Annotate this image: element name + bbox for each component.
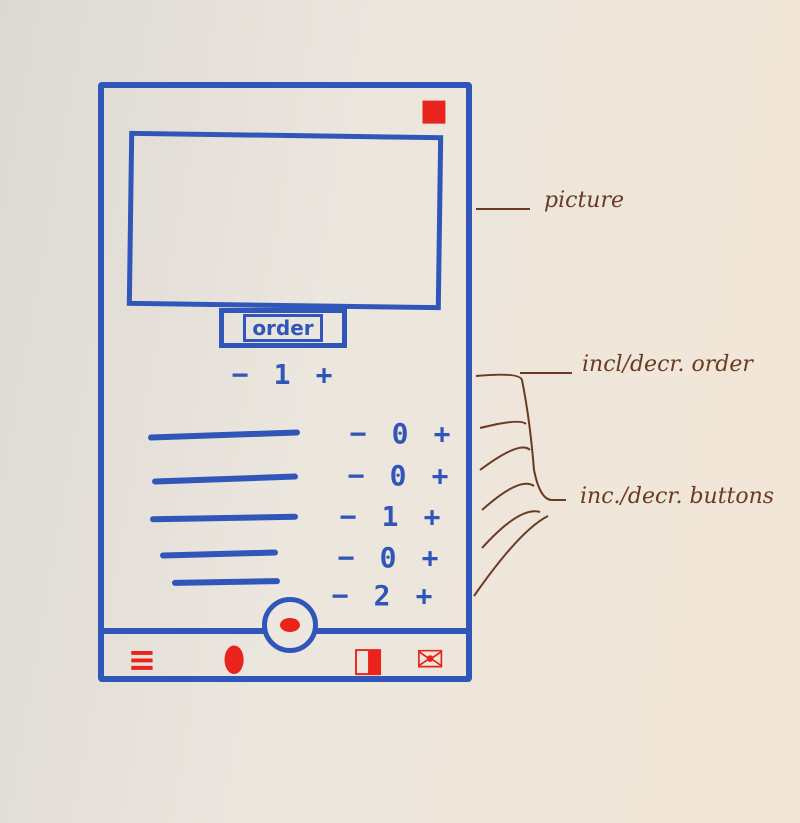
item-decrement-button[interactable]: − bbox=[349, 417, 367, 450]
order-decrement-button[interactable]: − bbox=[231, 358, 249, 391]
item-quantity-value: 1 bbox=[381, 500, 399, 533]
item-quantity-value: 0 bbox=[379, 541, 397, 574]
item-decrement-button[interactable]: − bbox=[339, 500, 357, 533]
item-increment-button[interactable]: + bbox=[423, 500, 441, 533]
item-increment-button[interactable]: + bbox=[433, 417, 451, 450]
order-increment-button[interactable]: + bbox=[315, 358, 333, 391]
annotation-picture: picture bbox=[544, 188, 624, 213]
location-pin-icon[interactable]: ⬮ bbox=[223, 640, 245, 680]
item-decrement-button[interactable]: − bbox=[337, 541, 355, 574]
item-stepper: − 0 + bbox=[326, 541, 450, 574]
item-decrement-button[interactable]: − bbox=[347, 459, 365, 492]
item-stepper: − 0 + bbox=[336, 459, 460, 492]
menu-icon[interactable]: ≡ bbox=[127, 640, 157, 680]
annotation-order: incl/decr. order bbox=[582, 352, 753, 377]
order-leader-line bbox=[520, 372, 572, 374]
bookmark-icon[interactable]: ◨ bbox=[351, 640, 385, 680]
item-stepper: − 1 + bbox=[328, 500, 452, 533]
item-increment-button[interactable]: + bbox=[431, 459, 449, 492]
order-quantity-value: 1 bbox=[273, 358, 291, 391]
item-stepper: − 0 + bbox=[338, 417, 462, 450]
item-quantity-value: 2 bbox=[373, 579, 391, 612]
picture-leader-line bbox=[476, 208, 530, 210]
mail-icon[interactable]: ✉ bbox=[415, 640, 445, 680]
phone-frame bbox=[98, 82, 472, 682]
center-action-button[interactable] bbox=[262, 597, 318, 653]
order-button-label: order bbox=[243, 314, 323, 342]
item-stepper: − 2 + bbox=[320, 579, 444, 612]
annotation-buttons: inc./decr. buttons bbox=[580, 484, 775, 509]
center-action-icon bbox=[280, 618, 300, 632]
item-increment-button[interactable]: + bbox=[415, 579, 433, 612]
item-decrement-button[interactable]: − bbox=[331, 579, 349, 612]
item-quantity-value: 0 bbox=[389, 459, 407, 492]
item-quantity-value: 0 bbox=[391, 417, 409, 450]
order-quantity-stepper: − 1 + bbox=[220, 358, 344, 391]
item-increment-button[interactable]: + bbox=[421, 541, 439, 574]
corner-icon[interactable]: ■ bbox=[419, 93, 449, 128]
order-button[interactable]: order bbox=[219, 308, 347, 348]
